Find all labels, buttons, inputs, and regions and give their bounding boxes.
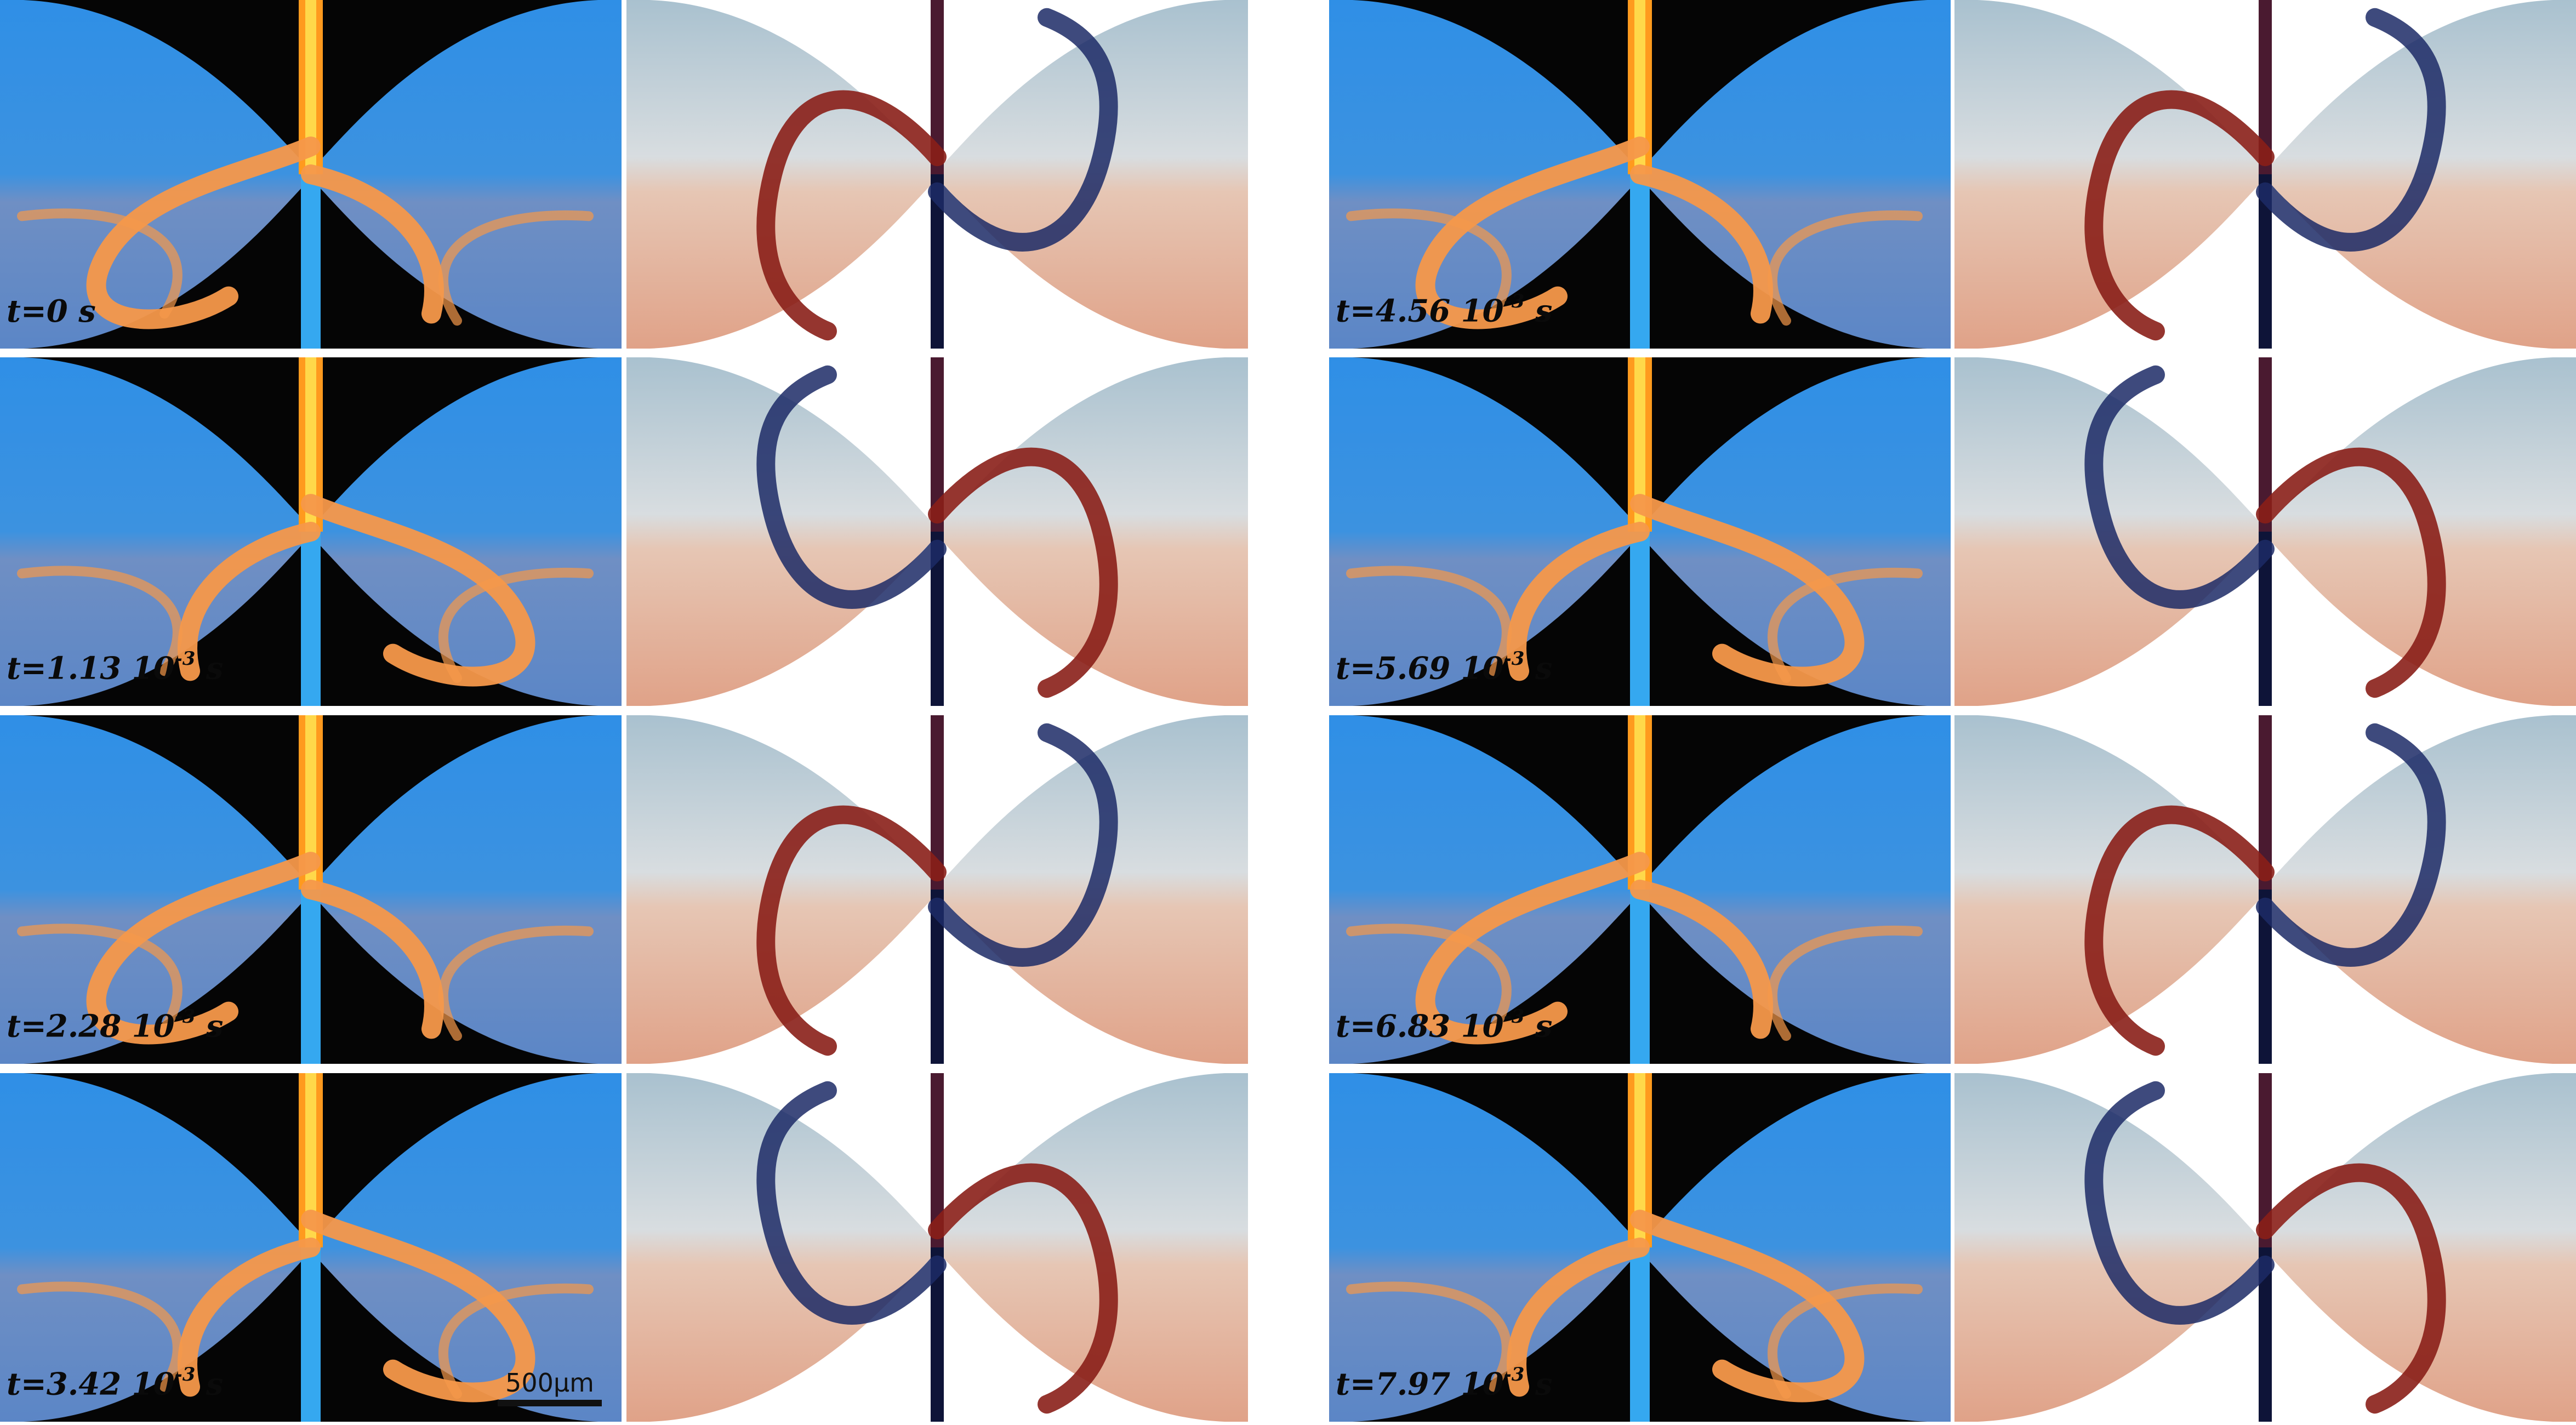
- experiment-image-right-2: t=5.69 10-3 s: [1329, 357, 1951, 706]
- time-value: t=4.56 10: [1336, 293, 1504, 329]
- time-label: t=6.83 10-3 s: [1336, 1007, 1553, 1045]
- experiment-image-left-2: t=1.13 10-3 s: [0, 357, 622, 706]
- time-label: t=1.13 10-3 s: [7, 649, 224, 687]
- time-unit: s: [195, 651, 224, 687]
- experiment-image-left-1: t=0 s: [0, 0, 622, 349]
- time-exponent: -3: [174, 1006, 196, 1028]
- simulation-image-left-2: [626, 357, 1248, 706]
- simulation-flow-image: [626, 357, 1248, 706]
- time-label: t=5.69 10-3 s: [1336, 649, 1553, 687]
- time-exponent: -3: [1503, 290, 1525, 313]
- time-value: t=2.28 10: [7, 1008, 175, 1045]
- time-value: t=3.42 10: [7, 1366, 175, 1403]
- simulation-image-right-4: [1954, 1073, 2576, 1422]
- time-label: t=0 s: [7, 296, 96, 327]
- time-label: t=3.42 10-3 s: [7, 1365, 224, 1403]
- experiment-image-left-3: t=2.28 10-3 s: [0, 715, 622, 1064]
- experiment-flow-image: [0, 1073, 622, 1422]
- time-value: t=5.69 10: [1336, 651, 1504, 687]
- time-exponent: -3: [1503, 648, 1525, 670]
- time-unit: s: [195, 1008, 224, 1045]
- experiment-image-right-3: t=6.83 10-3 s: [1329, 715, 1951, 1064]
- simulation-flow-image: [626, 0, 1248, 349]
- scale-bar: 500µm: [498, 1370, 602, 1406]
- simulation-image-right-2: [1954, 357, 2576, 706]
- simulation-flow-image: [626, 1073, 1248, 1422]
- time-value: t=7.97 10: [1336, 1366, 1504, 1403]
- experiment-flow-image: [0, 0, 622, 349]
- simulation-flow-image: [1954, 1073, 2576, 1422]
- time-unit: s: [1524, 1008, 1553, 1045]
- time-label: t=4.56 10-3 s: [1336, 292, 1553, 329]
- simulation-image-left-1: [626, 0, 1248, 349]
- scale-bar-label: 500µm: [505, 1368, 594, 1398]
- simulation-image-left-3: [626, 715, 1248, 1064]
- time-exponent: -3: [1503, 1364, 1525, 1386]
- simulation-image-right-3: [1954, 715, 2576, 1064]
- experiment-image-right-4: t=7.97 10-3 s: [1329, 1073, 1951, 1422]
- experiment-image-right-1: t=4.56 10-3 s: [1329, 0, 1951, 349]
- experiment-flow-image: [1329, 0, 1951, 349]
- experiment-flow-image: [0, 715, 622, 1064]
- time-unit: s: [195, 1366, 224, 1403]
- time-unit: s: [1524, 1366, 1553, 1403]
- time-exponent: -3: [1503, 1006, 1525, 1028]
- experiment-image-left-4: t=3.42 10-3 s 500µm: [0, 1073, 622, 1422]
- time-exponent: -3: [174, 648, 196, 670]
- simulation-image-right-1: [1954, 0, 2576, 349]
- experiment-flow-image: [1329, 357, 1951, 706]
- simulation-image-left-4: [626, 1073, 1248, 1422]
- time-label: t=7.97 10-3 s: [1336, 1365, 1553, 1403]
- experiment-flow-image: [1329, 715, 1951, 1064]
- time-value: t=1.13 10: [7, 651, 175, 687]
- time-value: t=0 s: [7, 293, 96, 329]
- time-value: t=6.83 10: [1336, 1008, 1504, 1045]
- time-exponent: -3: [174, 1364, 196, 1386]
- simulation-flow-image: [1954, 715, 2576, 1064]
- simulation-flow-image: [1954, 357, 2576, 706]
- scale-bar-line: [498, 1400, 602, 1406]
- simulation-flow-image: [626, 715, 1248, 1064]
- experiment-flow-image: [1329, 1073, 1951, 1422]
- time-unit: s: [1524, 293, 1553, 329]
- experiment-flow-image: [0, 357, 622, 706]
- simulation-flow-image: [1954, 0, 2576, 349]
- time-label: t=2.28 10-3 s: [7, 1007, 224, 1045]
- time-unit: s: [1524, 651, 1553, 687]
